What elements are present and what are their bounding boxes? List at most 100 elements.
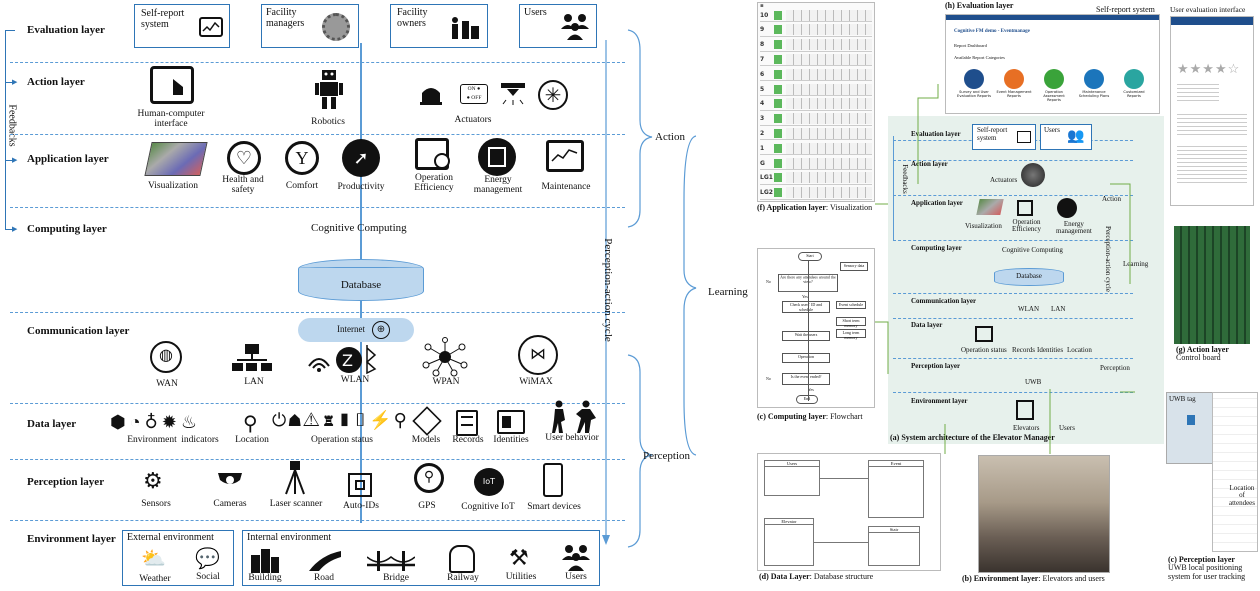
h-eval-screen: Cognitive FM demo - Eventmanage Report D… (945, 14, 1160, 114)
external-environment-box: External environment ⛅ Weather 💬 Social (122, 530, 234, 586)
a-perception-label: Perception (1100, 364, 1130, 372)
h-ui-title: Cognitive FM demo - Eventmanage (954, 29, 1030, 34)
elevator-arrow-icon (774, 84, 782, 94)
h-category-card[interactable]: Event Management Reports (996, 69, 1032, 111)
visualization-icon (144, 142, 208, 176)
category-icon (1044, 69, 1064, 89)
fm-line1: Facility (266, 7, 297, 18)
green-connectors (875, 84, 1135, 454)
a-env-users: Users (1059, 424, 1075, 432)
fo-line1: Facility (397, 7, 428, 18)
h-category-card[interactable]: Survey and User Evaluation Reports (956, 69, 992, 111)
category-icon (1124, 69, 1144, 89)
health-label1: Health and (222, 175, 264, 185)
f-floor-row: 5 (760, 83, 872, 96)
d-table-event: Event (869, 461, 923, 467)
category-label: Event Management Reports (996, 90, 1032, 98)
data-user-behavior-label: User behavior (545, 433, 599, 443)
elevator-arrow-icon (774, 173, 782, 183)
h-self-report-label: Self-report system (1096, 5, 1155, 14)
cycle-action-label: Action (655, 131, 685, 143)
identities-icon (497, 410, 525, 434)
elevator-arrow-icon (774, 99, 782, 109)
g-control-board (1174, 226, 1250, 344)
fc-long: Long term memory (836, 329, 866, 340)
data-location-label: Location (235, 435, 269, 445)
productivity-icon: ➚ (342, 139, 380, 177)
a-location: Location (1067, 346, 1092, 354)
building-label: Building (248, 573, 282, 583)
f-floor-row: 3 (760, 113, 872, 126)
f-floor-label: 5 (760, 85, 765, 93)
database-cylinder (298, 259, 424, 301)
f-floor-label: 9 (760, 26, 765, 34)
models-icon (412, 406, 442, 436)
perception-action-cycle-label: Perception-action cycle (602, 238, 614, 342)
b-environment-photo (978, 455, 1110, 573)
manager-gear-icon (322, 13, 350, 41)
layer-action: Action layer (27, 76, 85, 88)
smart-devices-label: Smart devices (527, 502, 581, 512)
cameras-label: Cameras (213, 499, 247, 509)
road-icon (309, 549, 341, 576)
f-floor-row: 9 (760, 24, 872, 37)
f-floor-row: 2 (760, 127, 872, 141)
cognitive-iot-label: Cognitive IoT (461, 502, 515, 512)
data-indicators-label: indicators (181, 435, 219, 445)
e-loc1: Location of (1229, 484, 1255, 500)
a-elevators: Elevators (1013, 424, 1040, 432)
elevator-arrow-icon (774, 25, 782, 35)
a-cognitive: Cognitive Computing (1002, 246, 1063, 254)
utilities-label: Utilities (505, 572, 537, 582)
autoids-label: Auto-IDs (343, 501, 379, 511)
h-category-card[interactable]: Maintenance Scheduling Plans (1076, 69, 1112, 111)
fc-short: Short term memory (836, 317, 866, 328)
wpan-icon (420, 337, 470, 382)
a-records: Records (1012, 346, 1035, 354)
e-uwb-tag-photo: UWB tag (1166, 392, 1214, 464)
cognitive-computing-label: Cognitive Computing (311, 222, 407, 234)
h-category-card[interactable]: Customized Reports (1116, 69, 1152, 111)
stars-rating: ★★★★☆ (1177, 61, 1241, 76)
energy-icon (478, 138, 516, 176)
a-lan: LAN (1051, 305, 1066, 313)
fc-sensory: Sensory data (840, 262, 868, 271)
category-icon (1004, 69, 1024, 89)
health-icon: ♡ (227, 141, 261, 175)
h-category-card[interactable]: Operation Assessment Reports (1036, 69, 1072, 111)
a-database-label: Database (1016, 272, 1042, 280)
env-users-label: Users (565, 572, 587, 582)
cycle-brackets (602, 29, 697, 548)
utilities-icon: ⚒ (509, 545, 529, 570)
layer-data: Data layer (27, 418, 77, 430)
maintenance-label: Maintenance (541, 182, 591, 192)
a-elevator-icon (1016, 400, 1034, 420)
cycle-perception-label: Perception (643, 450, 691, 462)
elevator-arrow-icon (774, 143, 782, 153)
bridge-label: Bridge (383, 573, 409, 583)
hci-label1: Human-computer (137, 109, 205, 119)
f-floor-row: 7 (760, 53, 872, 67)
f-floor-label: 1 (760, 144, 765, 152)
robot-icon (313, 68, 345, 117)
external-title: External environment (127, 532, 214, 543)
user-eval-screen: ★★★★☆ (1170, 16, 1254, 206)
fc-yes1: Yes (802, 294, 808, 299)
category-label: Survey and User Evaluation Reports (957, 90, 991, 98)
user-eval-title: User evaluation interface (1170, 5, 1246, 14)
f-floor-label: 3 (760, 115, 765, 123)
f-floor-label: LG2 (760, 189, 773, 197)
productivity-label: Productivity (337, 182, 385, 192)
wan-label: WAN (156, 379, 178, 389)
category-icon (1084, 69, 1104, 89)
users-group-icon (558, 11, 592, 46)
f-floor-label: G (760, 159, 765, 167)
layer-communication: Communication layer (27, 325, 130, 337)
fc-check: Check users' ID and schedule (782, 301, 830, 313)
f-floor-label: LG1 (760, 174, 773, 182)
a-evaluation: Evaluation layer (911, 130, 961, 138)
